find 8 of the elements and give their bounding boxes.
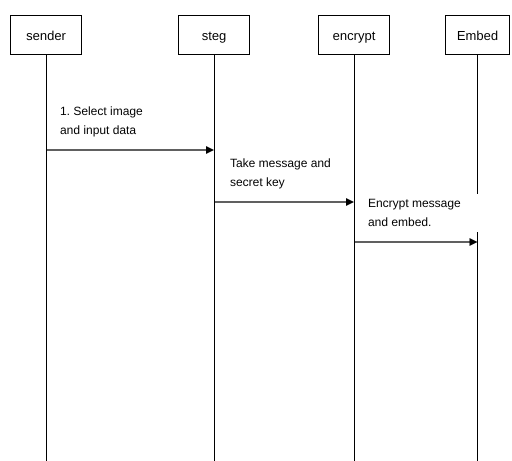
lifeline-head-box: Embed — [445, 15, 510, 55]
message-arrow — [214, 198, 354, 206]
lifeline-head-box: steg — [178, 15, 250, 55]
lifeline-head-box: encrypt — [318, 15, 390, 55]
edge-label: Encrypt message and embed. — [368, 194, 480, 232]
message-arrow — [354, 238, 478, 246]
lifeline-head-box: sender — [10, 15, 82, 55]
message-arrow — [46, 146, 214, 154]
